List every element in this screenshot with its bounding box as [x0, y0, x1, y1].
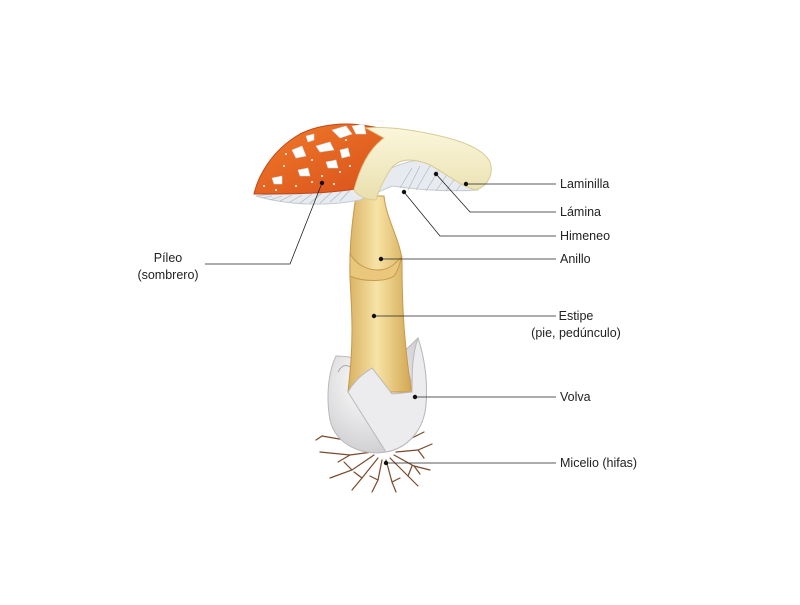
label-laminilla: Laminilla — [560, 177, 610, 191]
label-estipe-subtitle: (pie, pedúnculo) — [531, 326, 621, 340]
annulus — [349, 252, 403, 281]
leader-lines — [205, 173, 556, 464]
volva-front — [347, 336, 427, 453]
label-estipe: Estipe (pie, pedúnculo) — [512, 308, 640, 342]
label-estipe-title: Estipe — [558, 309, 594, 323]
label-anillo: Anillo — [560, 252, 591, 266]
label-himeneo: Himeneo — [560, 229, 611, 243]
leader-dots — [319, 171, 469, 466]
label-volva: Volva — [560, 390, 591, 404]
pileus-cap — [253, 123, 492, 201]
label-pileo-title: Píleo — [153, 251, 183, 265]
label-pileo-subtitle: (sombrero) — [137, 268, 199, 282]
label-micelio: Micelio (hifas) — [560, 456, 638, 470]
label-pileo: Píleo (sombrero) — [128, 250, 208, 284]
label-lamina: Lámina — [560, 205, 601, 219]
stipe — [347, 195, 413, 393]
